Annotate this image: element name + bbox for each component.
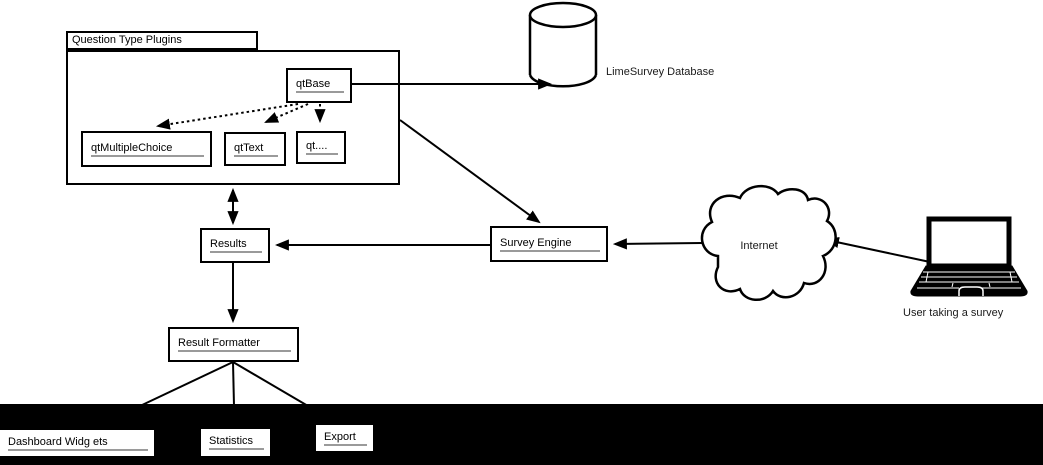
internet-label: Internet: [740, 240, 778, 252]
node-result-formatter: Result Formatter: [168, 327, 299, 362]
node-qtmultiplechoice: qtMultipleChoice: [81, 131, 212, 167]
node-result-formatter-label: Result Formatter: [178, 337, 291, 352]
laptop-icon: [910, 216, 1028, 297]
bottom-bar: [0, 404, 1043, 465]
node-export-label: Export: [324, 431, 367, 446]
edge-qtbase-qtmultiplechoice: [155, 103, 299, 130]
node-export: Export: [314, 423, 375, 453]
node-qttext-label: qtText: [234, 142, 278, 157]
package-tab: Question Type Plugins: [66, 31, 258, 50]
node-statistics: Statistics: [199, 427, 272, 458]
node-results: Results: [200, 228, 270, 263]
database-cylinder-icon: [528, 1, 598, 88]
edge-qtbase-qttext: [264, 103, 309, 123]
user-caption: User taking a survey: [903, 307, 1004, 319]
node-qtmultiplechoice-label: qtMultipleChoice: [91, 142, 204, 157]
node-survey-engine: Survey Engine: [490, 226, 608, 262]
database-label: LimeSurvey Database: [606, 66, 715, 78]
node-qtbase: qtBase: [286, 68, 352, 103]
package-title: Question Type Plugins: [72, 34, 182, 46]
node-qttext: qtText: [224, 132, 286, 166]
edge-formatter-statistics: [232, 361, 235, 407]
edge-laptop-internet: [824, 237, 931, 263]
node-statistics-label: Statistics: [209, 435, 264, 450]
internet-cloud-icon: [700, 185, 837, 301]
node-survey-engine-label: Survey Engine: [500, 237, 600, 252]
node-qtbase-label: qtBase: [296, 78, 344, 93]
edge-internet-surveyengine: [612, 238, 703, 250]
node-dashboard-widgets: Dashboard Widg ets: [0, 428, 156, 458]
edge-package-surveyengine: [399, 119, 541, 224]
edge-formatter-export: [232, 361, 309, 407]
node-results-label: Results: [210, 238, 262, 253]
edge-formatter-dashboard: [139, 361, 234, 407]
node-qtdots: qt....: [296, 131, 346, 164]
node-dashboard-widgets-label: Dashboard Widg ets: [8, 436, 148, 451]
node-qtdots-label: qt....: [306, 140, 338, 155]
